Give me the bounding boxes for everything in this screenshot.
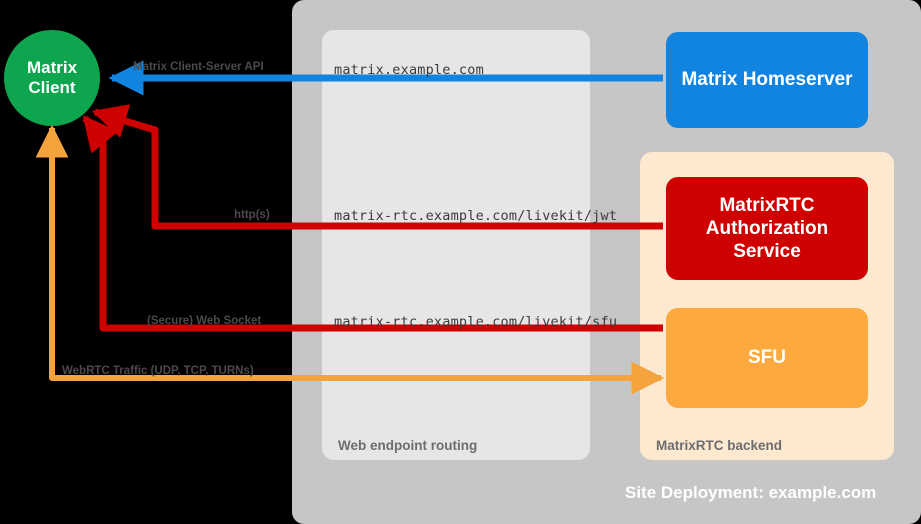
- matrixrtc-authorization-service-label: MatrixRTC Authorization Service: [706, 194, 828, 264]
- edge-webrtc-traffic: [35, 124, 665, 395]
- edge-label-https: http(s): [234, 209, 270, 221]
- matrix-client-label: Matrix Client: [27, 58, 77, 99]
- auth-label-line-2: Authorization: [705, 217, 829, 239]
- sfu-box[interactable]: SFU: [666, 308, 868, 408]
- endpoint-label-sfu: matrix-rtc.example.com/livekit/sfu: [334, 314, 618, 330]
- edge-label-web-socket: (Secure) Web Socket: [147, 315, 262, 327]
- sfu-label: SFU: [748, 347, 786, 369]
- matrix-homeserver-box[interactable]: Matrix Homeserver: [666, 32, 868, 128]
- matrixrtc-backend-caption: MatrixRTC backend: [656, 438, 783, 453]
- matrixrtc-authorization-service-box[interactable]: MatrixRTC Authorization Service: [666, 177, 868, 280]
- auth-label-line-1: MatrixRTC: [719, 194, 815, 216]
- site-deployment-caption: Site Deployment: example.com: [625, 483, 877, 502]
- client-label-line-2: Client: [28, 78, 76, 97]
- matrix-client-node[interactable]: Matrix Client: [4, 30, 100, 126]
- matrix-homeserver-label: Matrix Homeserver: [681, 69, 853, 91]
- edge-label-webrtc-traffic: WebRTC Traffic (UDP, TCP, TURNs): [62, 365, 254, 377]
- client-label-line-1: Matrix: [26, 57, 78, 77]
- endpoint-label-matrix: matrix.example.com: [334, 62, 484, 78]
- auth-label-line-3: Service: [733, 241, 801, 263]
- edge-label-client-server-api: Matrix Client-Server API: [133, 61, 264, 73]
- endpoint-label-jwt: matrix-rtc.example.com/livekit/jwt: [334, 208, 618, 224]
- web-endpoint-routing-caption: Web endpoint routing: [338, 438, 478, 453]
